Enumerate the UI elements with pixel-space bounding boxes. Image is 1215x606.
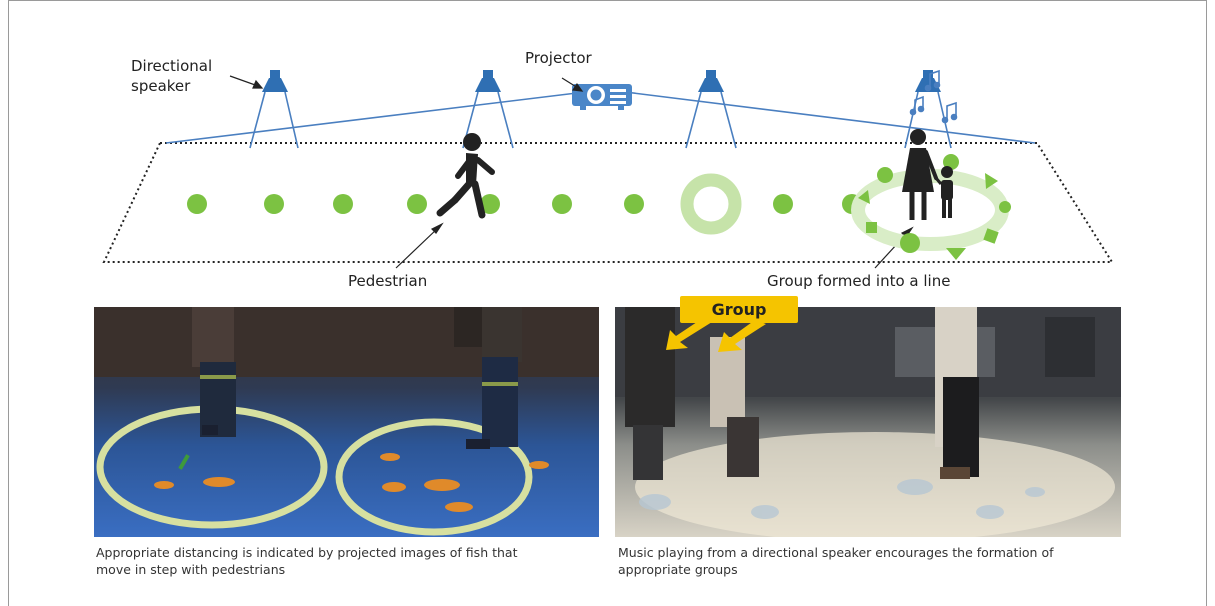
speaker-label: Directional speaker	[131, 56, 212, 96]
projector-label: Projector	[525, 49, 592, 67]
pedestrian-label: Pedestrian	[348, 272, 428, 290]
leader-arrows	[229, 75, 914, 269]
speaker-beams	[249, 91, 952, 149]
floor-diagram	[102, 69, 1114, 269]
projector-icon	[572, 84, 632, 110]
group-line-label: Group formed into a line	[767, 272, 951, 290]
music-scene	[615, 307, 1121, 537]
floor-dots	[187, 194, 862, 214]
right-caption: Music playing from a directional speaker…	[618, 544, 1138, 578]
left-caption-line2: move in step with pedestrians	[96, 562, 286, 577]
group-shapes	[858, 154, 1011, 260]
speaker-label-line1: Directional	[131, 57, 213, 75]
figure-frame	[8, 0, 1207, 606]
music-note-icon	[909, 69, 958, 124]
distancing-ring	[680, 173, 742, 235]
speaker-label-line2: speaker	[131, 77, 191, 95]
fish-scene	[94, 307, 599, 536]
projector-beams	[165, 91, 1036, 144]
right-caption-line2: appropriate groups	[618, 562, 738, 577]
photo-music-groups	[615, 307, 1121, 537]
left-caption: Appropriate distancing is indicated by p…	[96, 544, 616, 578]
speaker-icon	[262, 70, 288, 92]
photo-fish-distancing	[94, 307, 599, 537]
speaker-icon	[475, 70, 501, 92]
walking-person-icon	[436, 133, 495, 219]
right-caption-line1: Music playing from a directional speaker…	[618, 545, 1054, 560]
speaker-icon	[698, 70, 724, 92]
adult-child-icon	[902, 129, 953, 220]
group-tag: Group	[680, 296, 798, 323]
left-caption-line1: Appropriate distancing is indicated by p…	[96, 545, 518, 560]
